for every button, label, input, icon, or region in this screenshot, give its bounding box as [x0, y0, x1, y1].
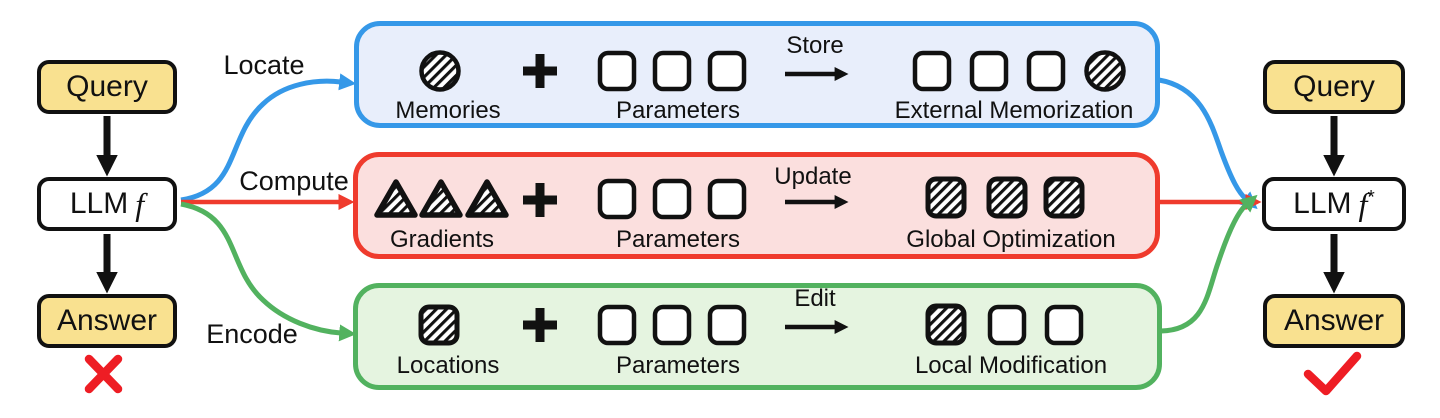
memorization-return-edge [1158, 77, 1258, 209]
llm-symbol: f [135, 185, 145, 222]
wrong-answer-icon [84, 354, 123, 394]
modification-return-edge [1160, 194, 1258, 334]
gradients-label: Gradients [389, 226, 495, 253]
llm-superscript: * [1367, 186, 1375, 208]
llm-label: LLM [1293, 187, 1352, 220]
query-node-right: Query [1263, 60, 1405, 114]
query-node-left: Query [37, 60, 177, 114]
answer-node-left: Answer [37, 294, 177, 348]
answer-label: Answer [1283, 304, 1385, 337]
answer-node-right: Answer [1263, 294, 1405, 348]
encode-edge [180, 201, 357, 342]
memories-label: Memories [395, 97, 501, 124]
panel-external-memorization [354, 21, 1160, 128]
parameters-label: Parameters [615, 226, 741, 253]
panel-local-modification [353, 283, 1162, 390]
parameters-label: Parameters [615, 352, 741, 379]
parameters-label: Parameters [615, 97, 741, 124]
locate-edge-label: Locate [223, 50, 305, 80]
locations-label: Locations [396, 352, 500, 379]
local-modification-label: Local Modification [914, 352, 1108, 379]
llm-symbol: f* [1358, 185, 1375, 222]
answer-label: Answer [56, 304, 158, 337]
global-optimization-label: Global Optimization [906, 226, 1116, 253]
compute-edge-label: Compute [239, 166, 349, 196]
store-action-label: Store [786, 32, 844, 59]
encode-edge-label: Encode [206, 319, 298, 349]
external-memorization-label: External Memorization [894, 97, 1134, 124]
query-label: Query [1293, 70, 1375, 103]
query-label: Query [66, 70, 148, 103]
edit-action-label: Edit [794, 285, 836, 312]
update-action-label: Update [774, 163, 852, 190]
correct-answer-icon [1303, 351, 1362, 396]
llm-label: LLM [69, 187, 129, 220]
